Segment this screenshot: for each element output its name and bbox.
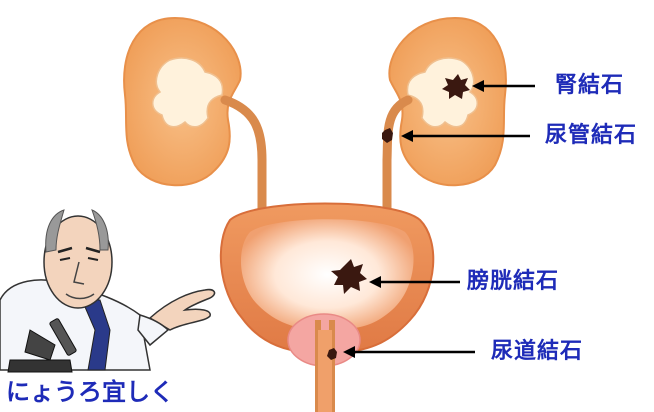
- doctor-illustration: [0, 210, 215, 372]
- urethra-fill: [318, 330, 332, 412]
- ureters: [225, 100, 408, 215]
- bladder-stone-label: 膀胱結石: [467, 271, 559, 293]
- caption-text: にょうろ宜しく: [6, 380, 174, 404]
- kidney-stone-label: 腎結石: [555, 75, 624, 97]
- urethral-stone-label: 尿道結石: [491, 341, 583, 363]
- ureteral-stone-label: 尿管結石: [545, 125, 637, 147]
